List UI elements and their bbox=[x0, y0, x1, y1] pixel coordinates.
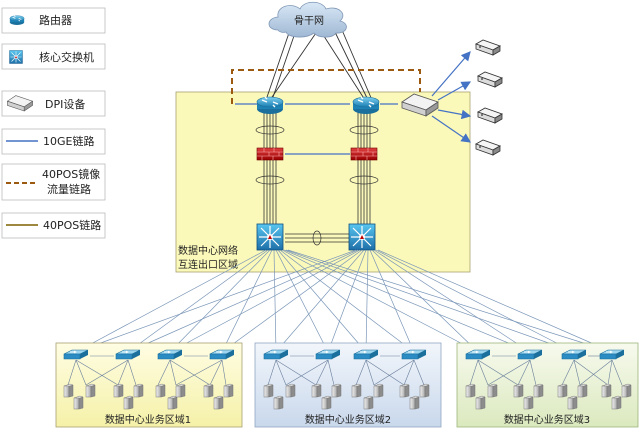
server-icon bbox=[133, 383, 144, 398]
router-icon bbox=[9, 15, 25, 26]
legend: 路由器 核心交换机 DPI设备 10GE链路 40POS镜像 流量链路 40PO… bbox=[1, 7, 106, 239]
server-icon bbox=[223, 383, 234, 398]
dc-interconnect-label-1: 数据中心网络 bbox=[178, 244, 238, 257]
core-switch-icon bbox=[9, 50, 23, 64]
server-icon bbox=[465, 383, 476, 398]
server-icon bbox=[321, 395, 332, 410]
server-icon bbox=[63, 383, 74, 398]
server-icon bbox=[601, 383, 612, 398]
server-icon bbox=[577, 383, 588, 398]
core-switch-icon bbox=[256, 223, 284, 251]
server-icon bbox=[311, 383, 322, 398]
server-icon bbox=[611, 395, 622, 410]
zone-3-label: 数据中心业务区域3 bbox=[504, 413, 590, 426]
server-icon bbox=[567, 395, 578, 410]
server-icon bbox=[273, 395, 284, 410]
server-icon bbox=[175, 383, 186, 398]
business-zone-2: 数据中心业务区域2 bbox=[254, 342, 442, 428]
server-icon bbox=[285, 383, 296, 398]
firewall-icon bbox=[350, 147, 378, 161]
server-icon bbox=[85, 383, 96, 398]
zone-1-label: 数据中心业务区域1 bbox=[105, 413, 191, 426]
mirror-traffic-link bbox=[231, 69, 421, 104]
legend-core-switch-label: 核心交换机 bbox=[39, 50, 94, 64]
server-icon bbox=[409, 395, 420, 410]
monitor-device-icon bbox=[477, 107, 503, 124]
legend-10ge-label: 10GE链路 bbox=[43, 134, 94, 148]
dpi-output-links bbox=[431, 51, 472, 143]
server-icon bbox=[557, 383, 568, 398]
server-icon bbox=[123, 395, 134, 410]
server-icon bbox=[73, 395, 84, 410]
server-icon bbox=[621, 383, 632, 398]
legend-router-label: 路由器 bbox=[39, 13, 72, 27]
vertical-links-left bbox=[263, 112, 277, 225]
server-icon bbox=[475, 395, 486, 410]
business-zone-1: 数据中心业务区域1 bbox=[55, 342, 243, 428]
business-zone-3: 数据中心业务区域3 bbox=[456, 342, 639, 428]
monitor-device-icon bbox=[475, 39, 501, 56]
cloud-icon bbox=[268, 1, 347, 38]
core-switch-icon bbox=[348, 223, 376, 251]
dc-interconnect-label-2: 互连出口区域 bbox=[178, 258, 238, 271]
monitor-device-icon bbox=[477, 71, 503, 88]
legend-mirror-label-2: 流量链路 bbox=[47, 182, 91, 196]
router-icon bbox=[256, 96, 284, 115]
fanout-links bbox=[75, 249, 613, 353]
legend-40pos-label: 40POS链路 bbox=[43, 218, 101, 232]
server-icon bbox=[419, 383, 430, 398]
server-icon bbox=[363, 395, 374, 410]
server-icon bbox=[263, 383, 274, 398]
server-icon bbox=[167, 395, 178, 410]
server-icon bbox=[351, 383, 362, 398]
server-icon bbox=[523, 395, 534, 410]
router-icon bbox=[352, 96, 380, 115]
legend-dpi-label: DPI设备 bbox=[45, 97, 85, 111]
legend-mirror-label-1: 40POS镜像 bbox=[42, 167, 100, 181]
firewall-icon bbox=[256, 147, 284, 161]
backbone-label: 骨干网 bbox=[294, 15, 324, 27]
zone-2-label: 数据中心业务区域2 bbox=[305, 413, 391, 426]
backbone-links bbox=[265, 29, 373, 101]
server-icon bbox=[399, 383, 410, 398]
monitor-device-icon bbox=[475, 139, 501, 156]
server-icon bbox=[203, 383, 214, 398]
server-icon bbox=[213, 395, 224, 410]
server-icon bbox=[331, 383, 342, 398]
dc-interconnect-area bbox=[175, 91, 471, 273]
server-icon bbox=[155, 383, 166, 398]
server-icon bbox=[533, 383, 544, 398]
server-icon bbox=[373, 383, 384, 398]
server-icon bbox=[487, 383, 498, 398]
server-icon bbox=[513, 383, 524, 398]
vertical-links-right bbox=[357, 112, 371, 225]
server-icon bbox=[113, 383, 124, 398]
